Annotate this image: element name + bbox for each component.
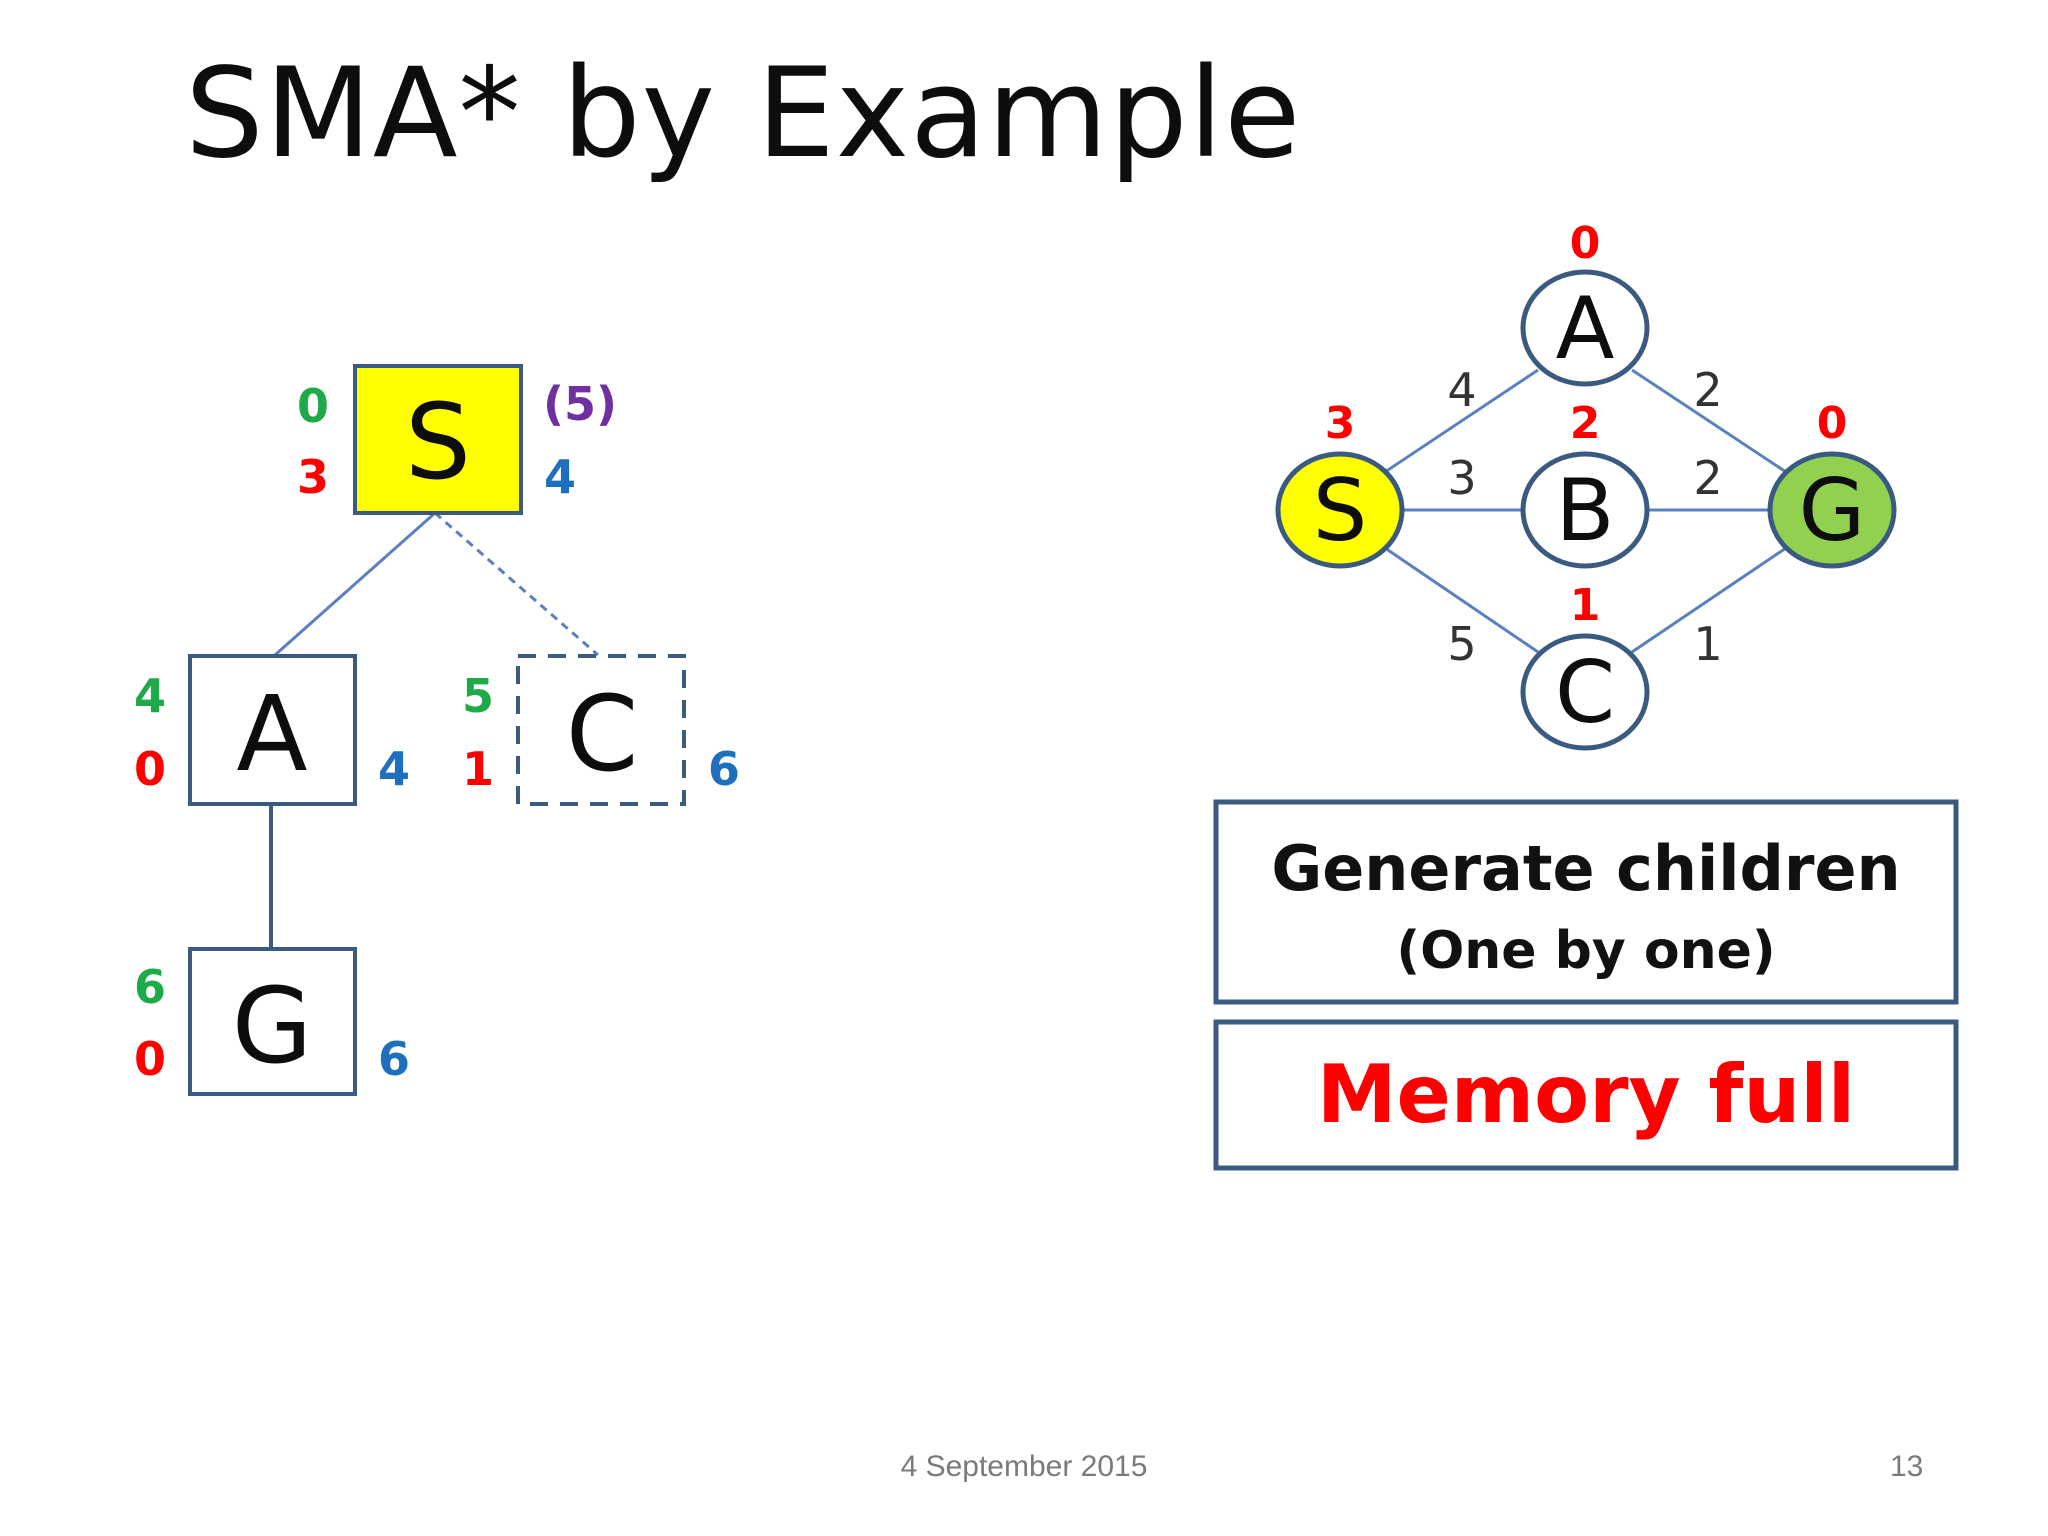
footer-page-number: 13 [1890, 1450, 1924, 1483]
tree-node-s [353, 364, 523, 515]
graph-edge-s-a-weight: 4 [1447, 363, 1476, 417]
graph-edge-s-c-weight: 5 [1447, 617, 1476, 671]
memory-full-text: Memory full [1317, 1048, 1855, 1141]
tree-c-g-value: 5 [462, 669, 494, 723]
graph-node-a-label: A [1556, 279, 1615, 379]
tree-edge-s-a [274, 511, 436, 657]
tree-node-g [188, 947, 357, 1096]
slide-title: SMA* by Example [185, 42, 1302, 186]
tree-s-f-value: 4 [544, 450, 576, 504]
graph-node-g-heuristic: 0 [1817, 398, 1848, 449]
tree-a-h-value: 0 [134, 742, 166, 796]
graph-node-c-label: C [1555, 643, 1615, 743]
generate-children-text: Generate children [1271, 832, 1900, 905]
graph-edge-s-a [1384, 368, 1539, 474]
tree-a-g-value: 4 [134, 669, 166, 723]
graph-edge-s-b-weight: 3 [1447, 451, 1476, 505]
tree-g-f-value: 6 [378, 1032, 410, 1086]
graph-edge-s-c [1384, 546, 1539, 654]
graph-node-g-label: G [1799, 461, 1866, 561]
tree-a-f-value: 4 [378, 742, 410, 796]
graph-edge-c-g [1631, 546, 1787, 654]
graph-node-c-heuristic: 1 [1570, 580, 1601, 631]
one-by-one-text: (One by one) [1396, 921, 1775, 981]
tree-edge-s-c-dashed [434, 511, 599, 657]
tree-node-c [516, 654, 686, 806]
search-tree: S 0 3 4 (5) A 4 0 4 C 5 1 6 G 6 0 6 [134, 364, 740, 1096]
graph-node-a-heuristic: 0 [1570, 218, 1601, 269]
generate-children-box: Generate children (One by one) [1213, 799, 1959, 1005]
state-graph: 4 3 5 2 2 1 S 3 A 0 B 2 C 1 G 0 [1275, 218, 1897, 751]
graph-node-b-heuristic: 2 [1570, 398, 1601, 449]
graph-node-b [1520, 451, 1650, 569]
tree-c-h-value: 1 [462, 742, 494, 796]
tree-node-a [188, 654, 357, 806]
graph-node-s-heuristic: 3 [1325, 398, 1356, 449]
graph-node-a [1520, 269, 1650, 387]
graph-node-s-label: S [1313, 461, 1368, 561]
tree-node-g-label: G [232, 965, 313, 1087]
tree-g-h-value: 0 [134, 1032, 166, 1086]
graph-edge-c-g-weight: 1 [1693, 617, 1722, 671]
tree-s-h-value: 3 [297, 450, 329, 504]
memory-full-box: Memory full [1213, 1019, 1959, 1171]
tree-s-g-value: 0 [297, 379, 329, 433]
tree-c-f-value: 6 [708, 742, 740, 796]
graph-node-g [1767, 451, 1897, 569]
tree-node-c-label: C [566, 673, 639, 795]
graph-edge-b-g-weight: 2 [1693, 451, 1722, 505]
tree-node-a-label: A [236, 673, 307, 795]
graph-edge-a-g-weight: 2 [1693, 363, 1722, 417]
graph-edge-a-g [1631, 368, 1787, 474]
graph-node-s [1275, 451, 1405, 569]
graph-node-b-label: B [1556, 461, 1615, 561]
tree-node-s-label: S [405, 381, 471, 503]
footer-date: 4 September 2015 [900, 1450, 1148, 1483]
graph-node-c [1520, 633, 1650, 751]
tree-g-g-value: 6 [134, 960, 166, 1014]
tree-s-forgotten-value: (5) [543, 377, 617, 431]
